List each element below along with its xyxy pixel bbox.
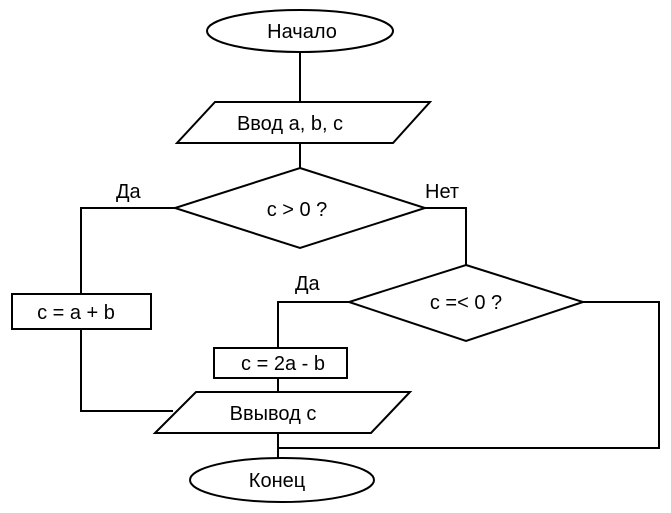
decision1-label: c > 0 ? <box>267 199 328 221</box>
process1-label: c = a + b <box>37 302 115 324</box>
decision1-diamond-shape <box>171 166 429 250</box>
end-label: Конец <box>249 470 305 492</box>
output-label: Ввывод c <box>230 403 317 425</box>
decision1-node: c > 0 ? <box>171 166 429 250</box>
start-label: Начало <box>267 21 337 43</box>
decision2-node: c =< 0 ? <box>345 263 587 343</box>
decision1-no-label: Нет <box>425 181 459 203</box>
input-parallelogram-shape <box>174 101 433 144</box>
decision2-diamond-shape <box>345 263 587 343</box>
connector-decision2-yes <box>277 301 349 348</box>
output-node: Ввывод c <box>152 391 413 434</box>
process2-label: c = 2a - b <box>241 353 325 375</box>
connector-decision1-no <box>425 207 467 265</box>
input-node: Ввод a, b, c <box>174 101 433 144</box>
end-terminator-shape <box>189 457 375 503</box>
decision1-yes-label: Да <box>116 181 142 203</box>
connector-decision1-yes <box>80 207 175 294</box>
output-parallelogram-shape <box>152 391 413 434</box>
input-label: Ввод a, b, c <box>237 113 343 135</box>
process2-node: c = 2a - b <box>213 347 348 379</box>
start-node: Начало <box>206 9 394 53</box>
connector-decision2-no <box>278 301 660 449</box>
start-terminator-shape <box>206 9 394 53</box>
process1-rect-shape <box>11 293 152 330</box>
decision2-label: c =< 0 ? <box>430 292 502 314</box>
end-node: Конец <box>189 457 375 503</box>
process2-rect-shape <box>213 347 348 379</box>
process1-node: c = a + b <box>11 293 152 330</box>
decision2-yes-label: Да <box>295 273 321 295</box>
connector-process1-output <box>80 329 173 412</box>
